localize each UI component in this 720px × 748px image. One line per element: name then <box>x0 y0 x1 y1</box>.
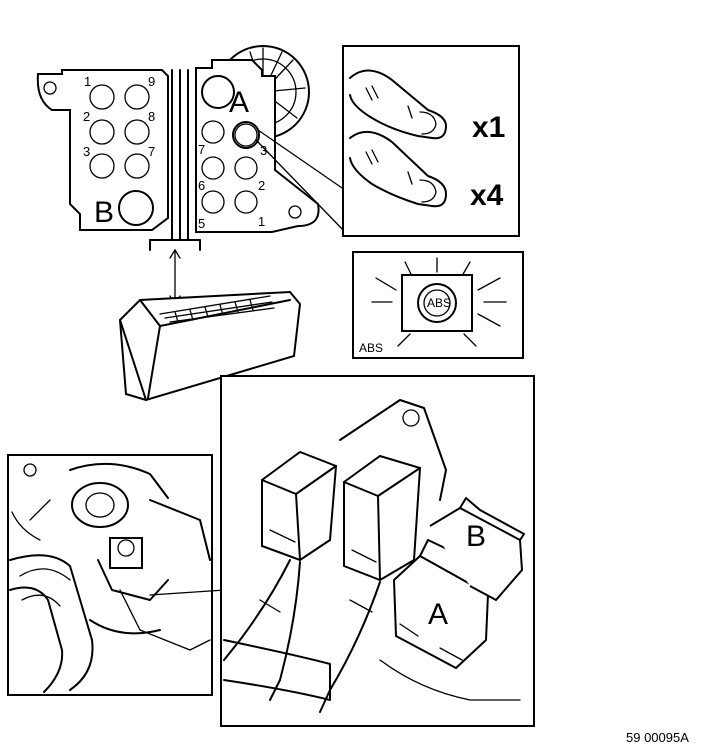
engine-bay-view <box>7 454 226 696</box>
figure-code: 59 00095A <box>626 730 689 745</box>
panel-frame <box>342 45 520 237</box>
leader-lines <box>255 129 346 233</box>
connector-diagram: 1 9 2 8 3 7 B A 7 3 <box>36 45 346 251</box>
connector-pins-row <box>159 295 275 323</box>
mount-hole <box>43 81 57 95</box>
selected-pin-ring <box>232 121 260 149</box>
lamp-rays <box>371 257 507 347</box>
panel-frame <box>7 454 213 696</box>
abs-lamp-icon <box>417 283 457 323</box>
mount-hole <box>288 205 302 219</box>
finger-icon <box>349 131 447 208</box>
pin-b-7: 7 <box>148 144 155 159</box>
closeup-a-label: A <box>428 598 448 631</box>
harness-rails <box>149 69 201 251</box>
pin-b-1: 1 <box>84 74 91 89</box>
pin-b-3: 3 <box>83 144 90 159</box>
pin-a-1: 1 <box>258 214 265 229</box>
pin-a-6: 6 <box>198 178 205 193</box>
press-count-x1: x1 <box>472 111 505 144</box>
press-count-x4: x4 <box>470 179 504 212</box>
pin-b-8: 8 <box>148 109 155 124</box>
abs-warning-panel: ABS ABS <box>352 251 524 359</box>
pin-a-5: 5 <box>198 216 205 231</box>
connector-b-plate <box>36 69 169 231</box>
closeup-b-label: B <box>466 520 486 553</box>
pin-b-9: 9 <box>148 74 155 89</box>
pin-b-2: 2 <box>83 109 90 124</box>
pin-a-2: 2 <box>258 178 265 193</box>
connector-a-plate <box>195 59 320 233</box>
finger-icon <box>349 69 447 140</box>
connector-closeup-view: A B <box>220 375 535 727</box>
press-instruction-panel: x1 x4 <box>342 45 520 237</box>
connector-a-sockets <box>201 75 258 214</box>
pin-a-7: 7 <box>198 142 205 157</box>
abs-caption: ABS <box>359 341 383 355</box>
abs-control-unit <box>118 248 302 402</box>
connector-b-label: B <box>94 196 114 229</box>
connector-a-label: A <box>229 86 249 119</box>
connector-b-sockets <box>89 84 154 226</box>
pin-a-3: 3 <box>260 143 267 158</box>
lamp-abs-text: ABS <box>427 296 451 310</box>
